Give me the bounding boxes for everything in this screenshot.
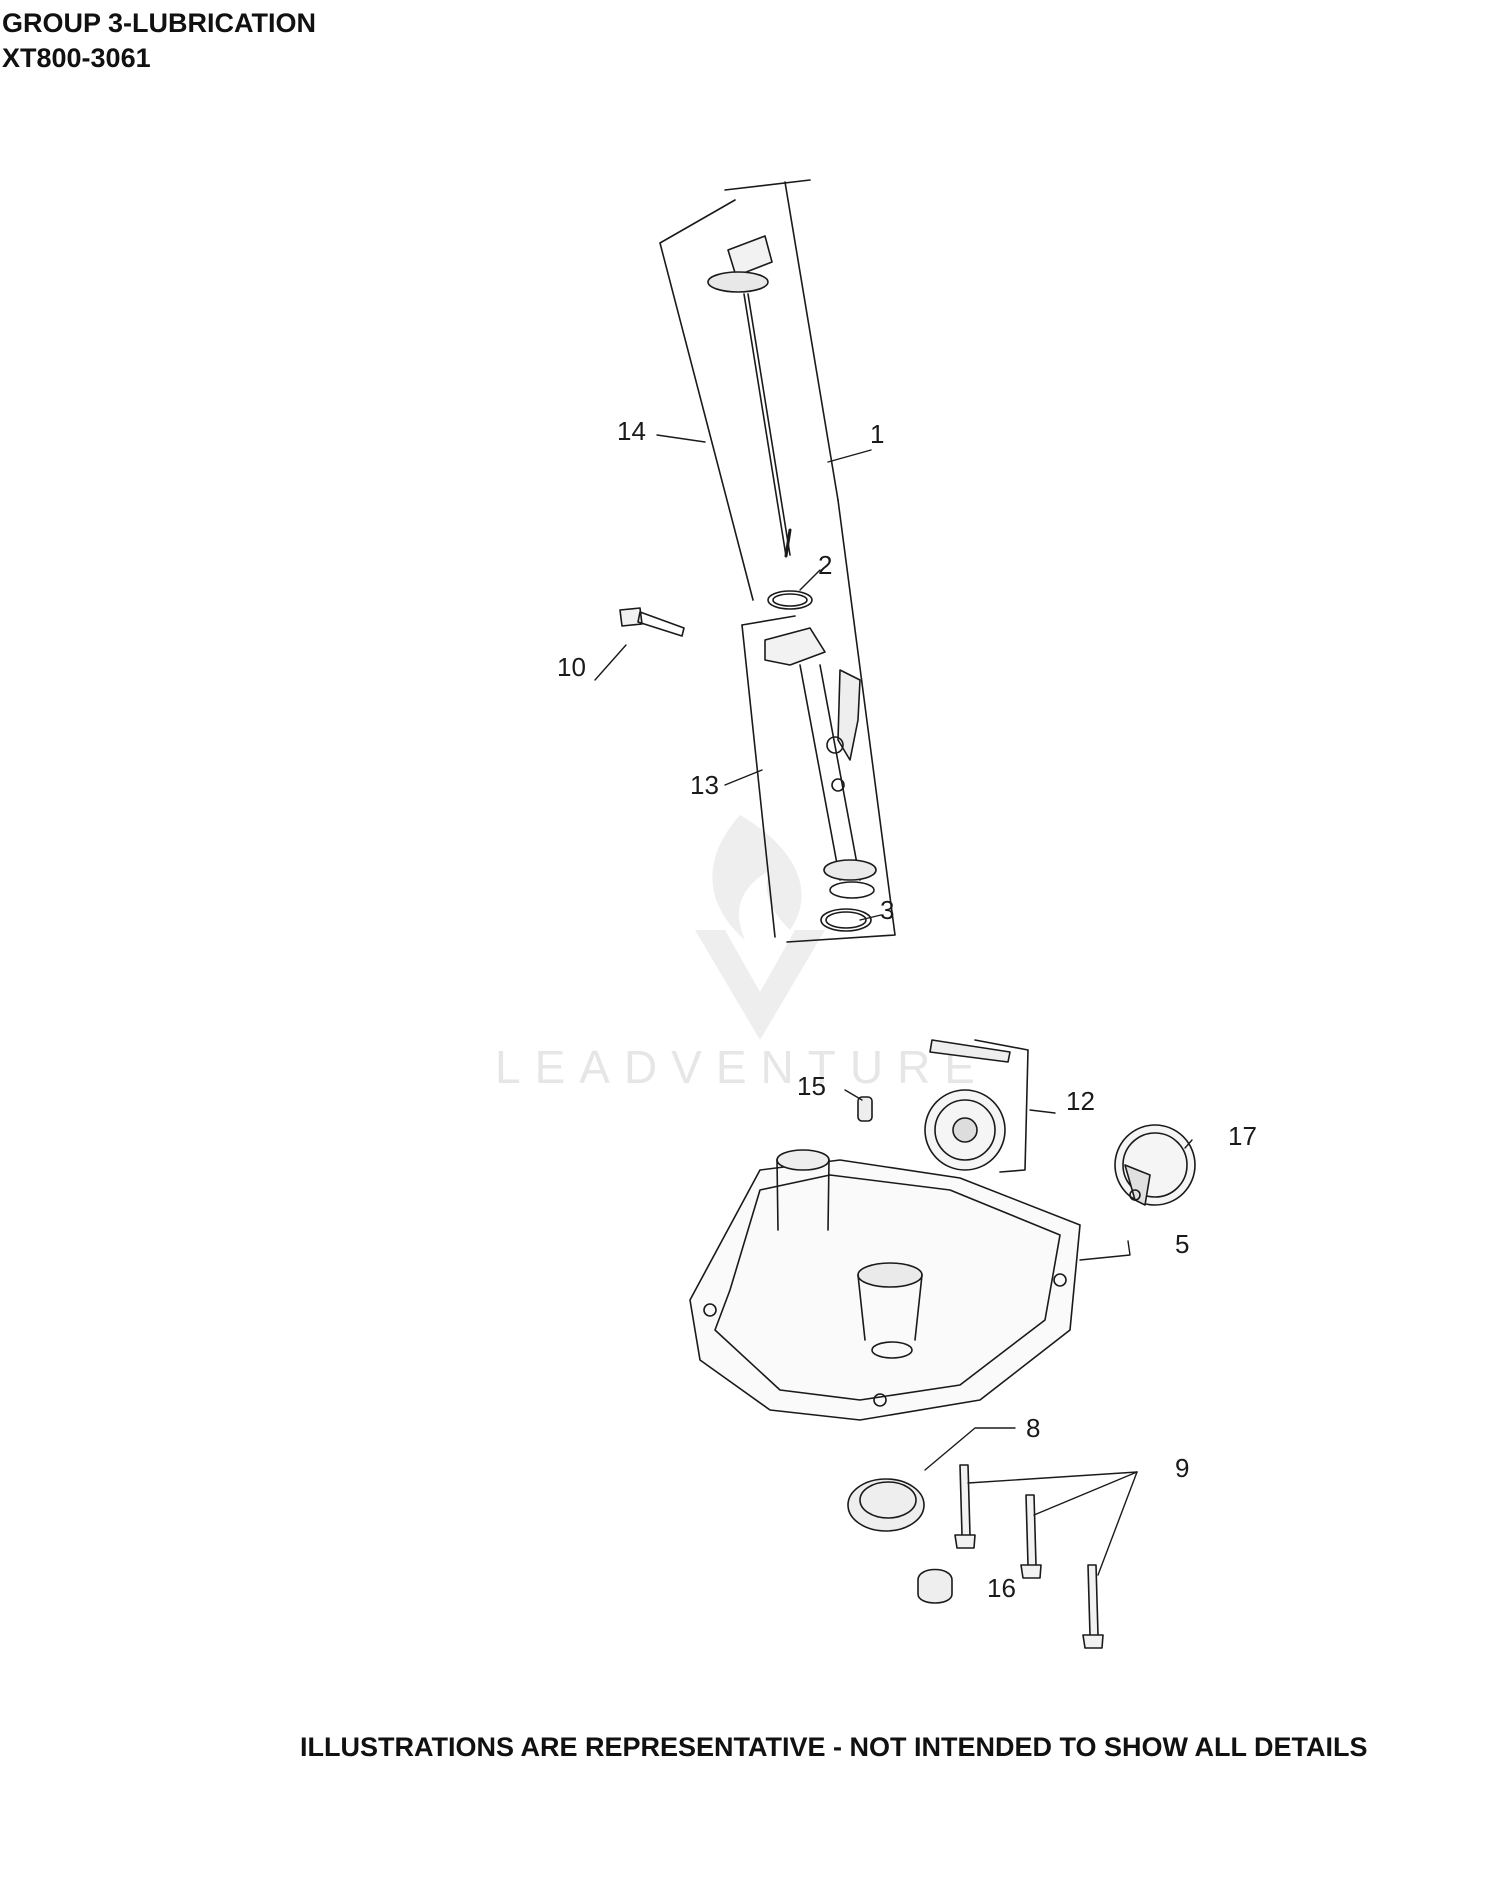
crankcase-cover [689,1149,1081,1421]
crankcase-cover-icon [689,1159,1081,1421]
leader-lines [594,434,1193,1576]
callout-5: 5 [1175,1229,1189,1259]
bolt-10-icon [619,607,685,637]
dipstick-assembly [619,179,839,637]
callout-13: 13 [690,770,719,800]
watermark-text: LEADVENTURE [495,1041,989,1093]
callout-9: 9 [1175,1453,1189,1483]
oil-seal-8-icon [847,1478,925,1532]
callout-16: 16 [987,1573,1016,1603]
callout-1: 1 [870,419,884,449]
callouts: 14 1 2 10 13 3 15 12 17 5 8 9 16 [557,416,1257,1603]
bolts-9 [954,1464,1104,1649]
dipstick-cap-icon [727,235,773,277]
footer-disclaimer: ILLUSTRATIONS ARE REPRESENTATIVE - NOT I… [300,1732,1368,1762]
oil-seal-8 [847,1478,925,1532]
pin-15-icon [857,1096,873,1122]
watermark: LEADVENTURE [495,815,989,1093]
gear-17 [1114,1124,1196,1206]
dipstick-tube-assembly [741,499,896,943]
governor-arm-icon [929,1039,1011,1063]
bolt-9a-icon [954,1464,976,1549]
callout-15: 15 [797,1071,826,1101]
cap-16-icon [917,1568,953,1604]
callout-8: 8 [1026,1413,1040,1443]
callout-12: 12 [1066,1086,1095,1116]
governor-assembly [857,1039,1029,1173]
callout-17: 17 [1228,1121,1257,1151]
callout-3: 3 [880,895,894,925]
o-ring-2-icon [767,590,813,610]
bolt-9b-icon [1020,1494,1042,1579]
callout-2: 2 [818,550,832,580]
tube-icon [799,664,861,881]
o-ring-3-icon [820,908,872,932]
page-title: GROUP 3-LUBRICATION [2,8,317,38]
bolt-9c-icon [1082,1564,1104,1649]
model-number: XT800-3061 [2,43,151,73]
callout-10: 10 [557,652,586,682]
callout-14: 14 [617,416,646,446]
cap-16 [917,1568,953,1604]
watermark-logo-icon [712,815,802,940]
tube-collar-icon [764,627,826,666]
